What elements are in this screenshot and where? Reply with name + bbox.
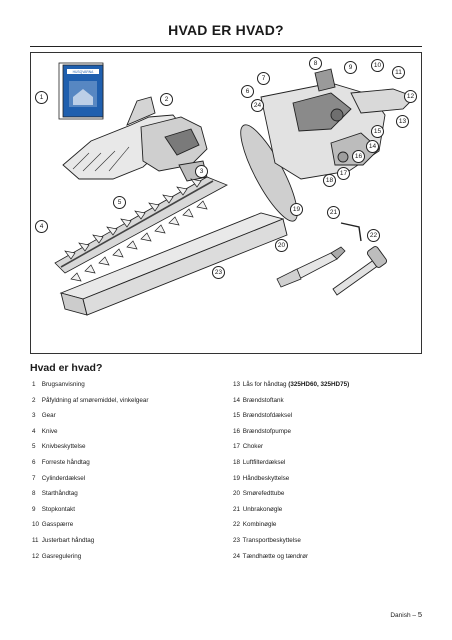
callout-11: 11 bbox=[392, 66, 405, 79]
list-item: 7 Cylinderdæksel bbox=[32, 474, 86, 482]
callout-1: 1 bbox=[35, 91, 48, 104]
callout-20: 20 bbox=[275, 239, 288, 252]
callout-5: 5 bbox=[113, 196, 126, 209]
callout-21: 21 bbox=[327, 206, 340, 219]
list-item: 8 Starthåndtag bbox=[32, 490, 78, 498]
list-item: 9 Stopkontakt bbox=[32, 505, 76, 513]
list-item: 13 Lås for håndtag (325HD60, 325HD75) bbox=[233, 381, 350, 388]
list-item: 6 Forreste håndtag bbox=[32, 458, 90, 466]
allen-key bbox=[340, 222, 362, 242]
section-heading: Hvad er hvad? bbox=[30, 362, 103, 374]
list-item: 10 Gasspærre bbox=[32, 521, 74, 529]
callout-13: 13 bbox=[396, 115, 409, 128]
manual-logo: HUSQVARNA bbox=[73, 70, 94, 74]
callout-15: 15 bbox=[371, 125, 384, 138]
list-item: 21 Unbrakonøgle bbox=[233, 505, 283, 513]
list-item: 3 Gear bbox=[32, 412, 56, 420]
callout-12: 12 bbox=[404, 90, 417, 103]
list-item: 16 Brændstofpumpe bbox=[233, 427, 292, 435]
parts-list-right: 13 Lås for håndtag (325HD60, 325HD75) 14… bbox=[233, 377, 433, 564]
list-item: 23 Transportbeskyttelse bbox=[233, 536, 301, 544]
callout-22: 22 bbox=[367, 229, 380, 242]
callout-24: 24 bbox=[251, 99, 264, 112]
callout-6: 6 bbox=[241, 85, 254, 98]
list-item: 1 Brugsanvisning bbox=[32, 381, 85, 388]
parts-list-left: 1 Brugsanvisning 2 Påfyldning af smøremi… bbox=[32, 377, 222, 564]
list-item: 17 Choker bbox=[233, 443, 264, 451]
footer-dash: – bbox=[412, 612, 417, 619]
callout-9: 9 bbox=[344, 61, 357, 74]
list-item: 15 Brændstofdæksel bbox=[233, 412, 293, 420]
list-item: 22 Kombinøgle bbox=[233, 521, 277, 529]
list-item: 19 Håndbeskyttelse bbox=[233, 474, 290, 482]
title-rule bbox=[30, 46, 422, 47]
callout-23: 23 bbox=[212, 266, 225, 279]
callout-8: 8 bbox=[309, 57, 322, 70]
list-item: 4 Knive bbox=[32, 427, 58, 435]
grease-tube bbox=[276, 246, 346, 288]
footer-language: Danish bbox=[390, 612, 411, 619]
callout-16: 16 bbox=[352, 150, 365, 163]
parts-illustration: HUSQVARNA bbox=[30, 52, 422, 354]
list-item: 18 Luftfilterdæksel bbox=[233, 458, 286, 466]
list-item: 11 Justerbart håndtag bbox=[32, 536, 95, 544]
callout-4: 4 bbox=[35, 220, 48, 233]
list-item: 2 Påfyldning af smøremiddel, vinkelgear bbox=[32, 396, 149, 404]
blade-teeth bbox=[64, 178, 208, 282]
page-number: 5 bbox=[417, 610, 422, 619]
page-title: HVAD ER HVAD? bbox=[168, 22, 284, 38]
callout-14: 14 bbox=[366, 140, 379, 153]
callout-3: 3 bbox=[195, 165, 208, 178]
list-item: 5 Knivbeskyttelse bbox=[32, 443, 86, 451]
list-item: 14 Brændstoftank bbox=[233, 396, 284, 404]
front-handle-detail bbox=[72, 146, 130, 172]
transport-protection bbox=[59, 212, 288, 316]
hedge-trimmer-drawing: HUSQVARNA bbox=[54, 62, 416, 316]
list-item: 20 Smørefedttube bbox=[233, 490, 285, 498]
callout-17: 17 bbox=[337, 167, 350, 180]
callout-19: 19 bbox=[290, 203, 303, 216]
manual-booklet bbox=[58, 62, 104, 120]
page-footer: Danish – 5 bbox=[390, 610, 422, 619]
list-item: 24 Tændhætte og tændrør bbox=[233, 552, 309, 560]
list-item: 12 Gasregulering bbox=[32, 552, 82, 560]
callout-7: 7 bbox=[257, 72, 270, 85]
combination-spanner bbox=[332, 246, 387, 296]
callout-10: 10 bbox=[371, 59, 384, 72]
model-note: (325HD60, 325HD75) bbox=[288, 381, 350, 388]
callout-2: 2 bbox=[160, 93, 173, 106]
engine-unit bbox=[240, 68, 416, 222]
callout-18: 18 bbox=[323, 174, 336, 187]
